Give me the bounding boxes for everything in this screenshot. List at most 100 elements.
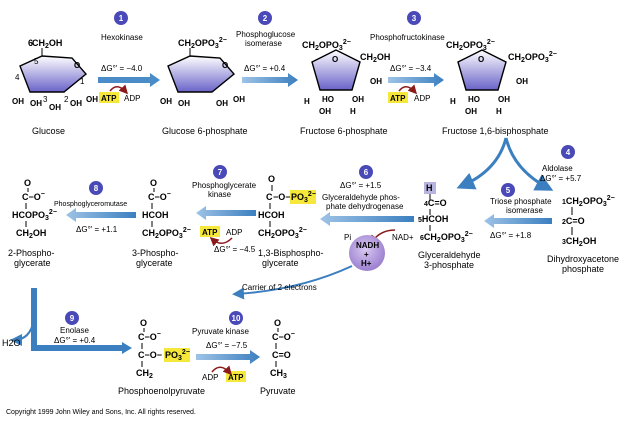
step-7-enzyme-line2: kinase <box>208 190 232 199</box>
step-7-curved-arrow <box>209 236 233 247</box>
svg-text:CH2: CH2 <box>136 368 153 380</box>
svg-text:OH: OH <box>178 99 190 108</box>
nadh-bubble <box>349 235 385 271</box>
pg3-structure: O C−O− HCOH CH2OPO32− <box>142 178 191 240</box>
step-3-dg: ΔG°' = −3.4 <box>390 64 432 73</box>
svg-text:HO: HO <box>468 95 480 104</box>
svg-text:OH: OH <box>465 107 477 116</box>
svg-text:CH2OH: CH2OH <box>16 228 46 240</box>
step-6-dg: ΔG°' = +1.5 <box>340 181 382 190</box>
step-3-enzyme: Phosphofructokinase <box>370 33 445 42</box>
svg-text:3: 3 <box>43 95 48 104</box>
svg-text:OH: OH <box>216 99 228 108</box>
svg-text:1CH2OPO32−: 1CH2OPO32− <box>562 195 615 208</box>
step-1-number: 1 <box>119 14 124 23</box>
step-5-enzyme-line2: isomerase <box>506 206 543 215</box>
step-10-badge <box>229 311 243 325</box>
compound-pyruvate: Pyruvate <box>260 386 296 396</box>
svg-text:OH: OH <box>352 95 364 104</box>
svg-text:OH: OH <box>498 95 510 104</box>
svg-text:CH2OH: CH2OH <box>360 52 390 64</box>
svg-text:4: 4 <box>15 73 20 82</box>
step-7-arrow <box>196 206 256 220</box>
svg-text:OH: OH <box>233 95 245 104</box>
f6p-structure: CH2OPO32− O CH2OH H HO OH OH OH H <box>302 39 390 116</box>
step-9-water-arrow <box>10 319 35 346</box>
svg-text:OH: OH <box>160 97 172 106</box>
svg-text:1: 1 <box>80 77 85 86</box>
aldolase-arrow-to-dhap <box>504 137 554 191</box>
svg-text:4C=O: 4C=O <box>424 198 447 208</box>
nadh-label: NADH <box>356 241 379 250</box>
svg-text:−O−: −O− <box>273 192 291 202</box>
step-10-number: 10 <box>232 314 241 323</box>
compound-pg2-line2: glycerate <box>14 258 51 268</box>
step-9-badge <box>65 311 79 325</box>
svg-text:H: H <box>350 107 356 116</box>
step-10-dg: ΔG°' = −7.5 <box>206 341 248 350</box>
step-1-dg: ΔG°' = −4.0 <box>101 64 143 73</box>
step-10-atp: ATP <box>228 373 244 382</box>
step-2-dg: ΔG°' = +0.4 <box>244 64 286 73</box>
dhap-structure: 1CH2OPO32− 2C=O 3CH2OH <box>562 195 615 248</box>
step-8-dg: ΔG°' = +1.1 <box>76 225 118 234</box>
step-2-number: 2 <box>263 14 268 23</box>
aldolase-arrow-to-gap <box>456 137 508 190</box>
step-2-enzyme-line2: isomerase <box>245 39 282 48</box>
svg-text:C−O−: C−O− <box>148 191 171 202</box>
step-5-dg: ΔG°' = +1.8 <box>490 231 532 240</box>
electron-carrier-arrow <box>232 265 353 300</box>
step-6-arrow <box>320 212 414 226</box>
svg-text:O: O <box>274 318 281 328</box>
step-7-atp-highlight <box>200 226 220 237</box>
svg-text:H: H <box>426 183 433 193</box>
g6p-structure: CH2OPO32− O OH OH OH OH <box>160 37 245 108</box>
compound-f16bp: Fructose 1,6-bisphosphate <box>442 126 549 136</box>
svg-text:CH2OPO32−: CH2OPO32− <box>142 227 191 240</box>
step-1-atp: ATP <box>101 94 117 103</box>
step-9-dg: ΔG°' = +0.4 <box>54 336 96 345</box>
svg-text:5: 5 <box>34 57 39 66</box>
step-9-enzyme: Enolase <box>60 326 89 335</box>
step-6-badge <box>359 165 373 179</box>
step-1-curved-arrow <box>109 84 129 95</box>
step-8-enzyme: Phosphoglyceromutase <box>54 201 127 208</box>
svg-text:HO: HO <box>322 95 334 104</box>
step-1-badge <box>114 11 128 25</box>
svg-text:O: O <box>268 174 275 184</box>
step-3-atp-highlight <box>388 92 408 103</box>
compound-glucose: Glucose <box>32 126 65 136</box>
compound-pg2-line1: 2-Phospho- <box>8 248 55 258</box>
step-3-number: 3 <box>412 14 417 23</box>
step-6-enzyme-line1: Glyceraldehyde phos- <box>322 193 400 202</box>
compound-g6p: Glucose 6-phosphate <box>162 126 248 136</box>
nadh-plus: + <box>364 250 369 259</box>
svg-text:O: O <box>24 178 31 188</box>
step-5-badge <box>501 183 515 197</box>
svg-text:CH2OPO32−: CH2OPO32− <box>178 37 227 50</box>
step-9-number: 9 <box>70 314 75 323</box>
step-6-enzyme-line2: phate dehydrogenase <box>326 202 404 211</box>
step-9-arrow <box>31 288 124 351</box>
compound-pep: Phosphoenolpyruvate <box>118 386 205 396</box>
svg-text:2: 2 <box>64 95 69 104</box>
svg-text:OH: OH <box>86 95 98 104</box>
svg-text:H: H <box>450 97 456 106</box>
pyruvate-structure: O C−O− C=O CH3 <box>270 318 295 380</box>
pg2-structure: O C−O− HCOPO32− CH2OH <box>12 178 57 240</box>
step-9-arrowhead <box>122 342 132 354</box>
svg-text:O: O <box>332 55 338 64</box>
step-3-curved-arrow <box>398 84 418 95</box>
svg-text:O: O <box>74 61 80 70</box>
compound-dhap-line2: phosphate <box>562 264 604 274</box>
svg-text:C: C <box>266 192 273 202</box>
svg-text:OH: OH <box>30 99 42 108</box>
compound-dhap-line1: Dihydroxyacetone <box>547 254 619 264</box>
step-6-nad: NAD+ <box>392 233 414 242</box>
compound-f6p: Fructose 6-phosphate <box>300 126 388 136</box>
step-2-enzyme-line1: Phosphoglucose <box>236 30 296 39</box>
step-10-enzyme: Pyruvate kinase <box>192 327 249 336</box>
svg-text:C−O−: C−O− <box>138 331 161 342</box>
